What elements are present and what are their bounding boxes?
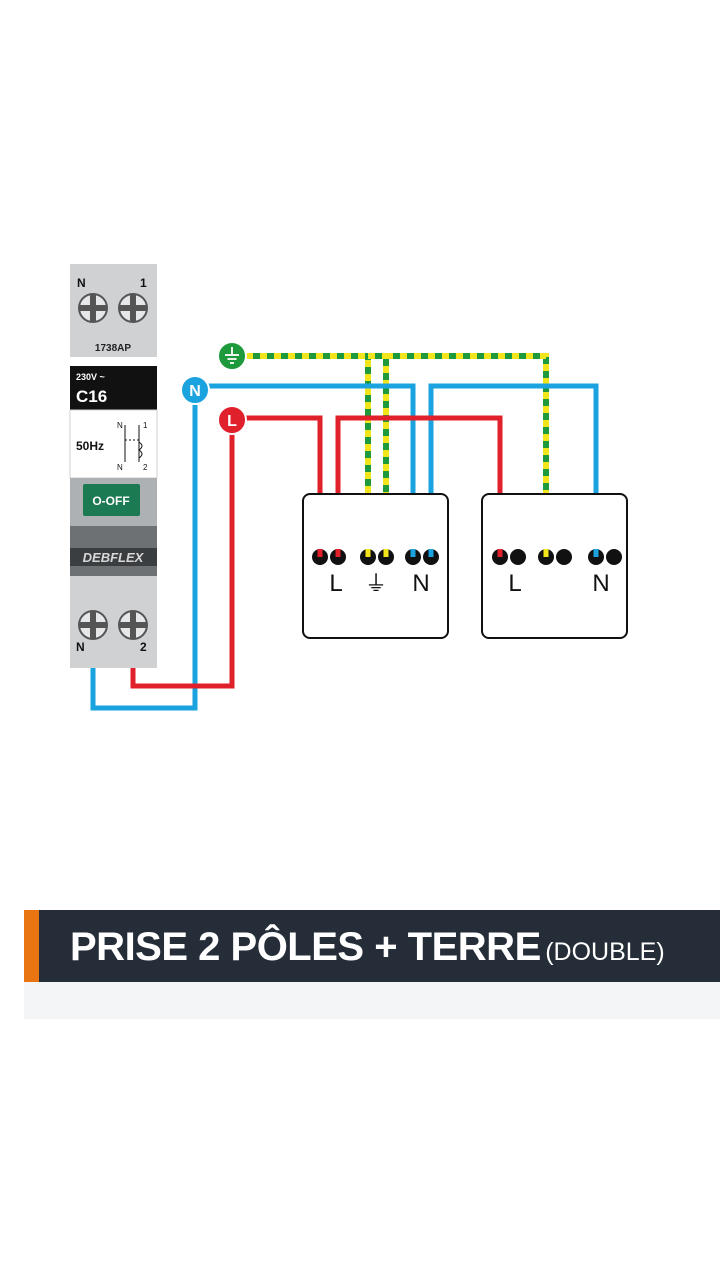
breaker-switch[interactable] <box>83 484 140 516</box>
earth-marker <box>217 341 247 371</box>
schematic-label-1: 1 <box>143 421 148 430</box>
earth-icon <box>225 347 239 364</box>
top-terminal-right-label: 1 <box>140 276 147 290</box>
bottom-terminal-left-label: N <box>76 640 85 654</box>
schematic-label-2: 2 <box>143 463 148 472</box>
breaker-switch-label: O-OFF <box>92 494 129 508</box>
screw-icon <box>118 610 148 640</box>
breaker-info-panel <box>69 409 158 479</box>
breaker-brand: DEBFLEX <box>83 550 145 565</box>
circuit-breaker: N 1 1738AP 230V ~ C16 50Hz N 1 N 2 <box>69 264 158 668</box>
banner-title: PRISE 2 PÔLES + TERRE <box>70 925 541 969</box>
breaker-rating: C16 <box>76 387 107 406</box>
banner-subtitle: (DOUBLE) <box>545 938 665 966</box>
screw-icon <box>78 293 108 323</box>
socket-2: L N <box>481 493 628 639</box>
socket-1: L ⏚ N <box>302 493 449 639</box>
neutral-marker: N <box>180 375 210 405</box>
earth-wire <box>232 353 549 556</box>
neutral-marker-label: N <box>189 383 201 400</box>
breaker-rating-panel <box>70 366 157 410</box>
socket-1-label-earth: ⏚ <box>365 571 387 596</box>
live-marker-label: L <box>227 413 237 430</box>
schematic-label-n-top: N <box>117 421 123 430</box>
screw-icon <box>118 293 148 323</box>
socket-1-label-n: N <box>412 570 429 597</box>
breaker-model: 1738AP <box>95 343 131 354</box>
banner-underbar <box>24 982 720 1019</box>
banner-text: PRISE 2 PÔLES + TERRE (DOUBLE) <box>70 910 665 982</box>
breaker-frequency: 50Hz <box>76 439 104 453</box>
socket-2-label-n: N <box>592 570 609 597</box>
socket-2-label-l: L <box>508 570 521 597</box>
neutral-wire-from-breaker <box>90 390 198 711</box>
live-marker: L <box>217 405 247 435</box>
breaker-voltage: 230V ~ <box>76 372 105 382</box>
title-banner: PRISE 2 PÔLES + TERRE (DOUBLE) <box>24 910 720 982</box>
top-terminal-left-label: N <box>77 276 86 290</box>
breaker-schematic-icon <box>124 425 143 462</box>
screw-icon <box>78 610 108 640</box>
bottom-terminal-right-label: 2 <box>140 640 147 654</box>
socket-1-label-l: L <box>329 570 342 597</box>
wiring-diagram: N 1 1738AP 230V ~ C16 50Hz N 1 N 2 <box>69 264 628 711</box>
schematic-label-n-bottom: N <box>117 463 123 472</box>
banner-accent <box>24 910 39 982</box>
live-wire-from-breaker <box>130 420 235 689</box>
